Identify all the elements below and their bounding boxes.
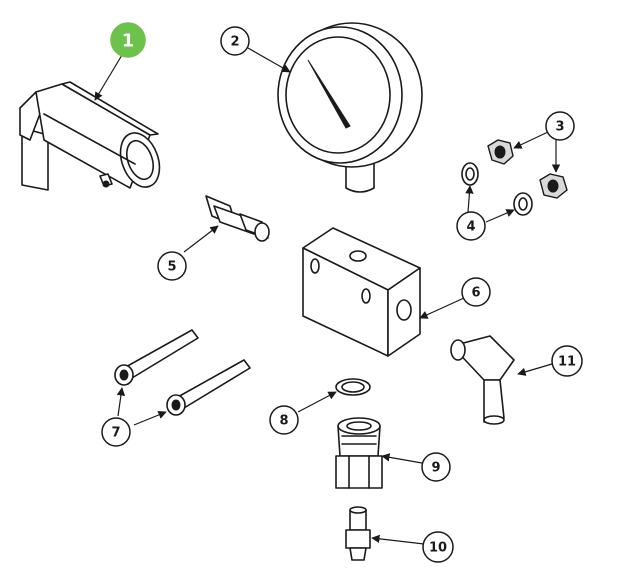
- callout-8[interactable]: 8: [269, 405, 299, 435]
- callout-11[interactable]: 11: [551, 345, 583, 377]
- part-1-hex-actuator[interactable]: [19, 81, 166, 192]
- part-10-nipple-fitting[interactable]: [345, 506, 371, 561]
- callout-4-label: 4: [466, 220, 475, 235]
- callout-8-label: 8: [279, 414, 288, 429]
- callout-5-label: 5: [167, 260, 176, 275]
- callout-6[interactable]: 6: [461, 277, 491, 307]
- callout-1[interactable]: 1: [110, 22, 146, 58]
- part-8-o-ring[interactable]: [335, 378, 371, 396]
- part-11-elbow-fitting[interactable]: [450, 335, 515, 425]
- callout-3[interactable]: 3: [545, 111, 575, 141]
- part-4-washer-lower[interactable]: [513, 192, 533, 216]
- part-3-hex-nut-lower[interactable]: [539, 173, 568, 199]
- part-9-quick-coupler[interactable]: [335, 417, 383, 489]
- callout-9-label: 9: [431, 461, 440, 476]
- part-2-pressure-gauge[interactable]: [277, 22, 423, 193]
- callout-10-label: 10: [429, 541, 447, 556]
- part-7-bolt-upper[interactable]: [114, 329, 199, 386]
- callout-2[interactable]: 2: [220, 26, 250, 56]
- callout-3-label: 3: [555, 120, 564, 135]
- callout-11-label: 11: [558, 355, 576, 370]
- callout-7[interactable]: 7: [101, 417, 131, 447]
- callout-7-label: 7: [111, 426, 120, 441]
- part-4-washer-upper[interactable]: [461, 162, 479, 186]
- part-7-bolt-lower[interactable]: [166, 359, 251, 416]
- callout-9[interactable]: 9: [421, 452, 451, 482]
- callout-10[interactable]: 10: [422, 531, 454, 563]
- callout-4[interactable]: 4: [456, 211, 486, 241]
- callout-6-label: 6: [471, 286, 480, 301]
- part-6-manifold-block[interactable]: [302, 227, 421, 357]
- callout-5[interactable]: 5: [157, 251, 187, 281]
- callout-2-label: 2: [230, 35, 239, 50]
- part-5-hex-fitting[interactable]: [205, 195, 270, 242]
- callout-1-label: 1: [122, 31, 135, 52]
- part-3-hex-nut-upper[interactable]: [487, 139, 514, 165]
- leader-lines: [94, 47, 561, 545]
